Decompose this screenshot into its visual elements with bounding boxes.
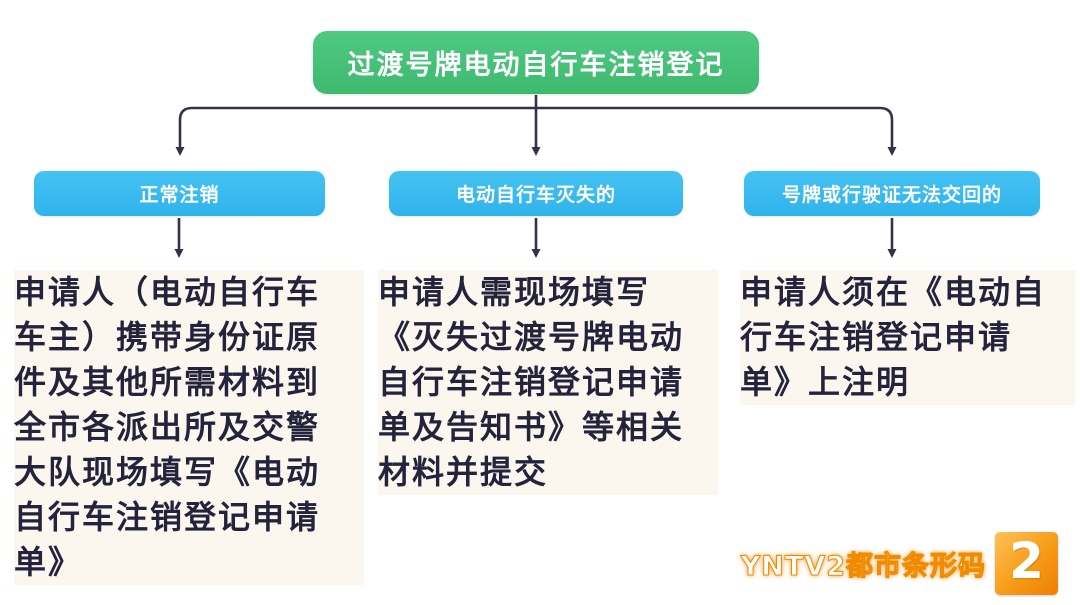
connector-root-to-right: [536, 106, 897, 156]
channel-watermark-text: YNTV2都市条形码: [740, 550, 986, 582]
branch-description-bike-lost: 申请人需现场填写 《灭失过渡号牌电动 自行车注销登记申请 单及告知书》等相关 材…: [378, 270, 718, 495]
branch-node-bike-lost: 电动自行车灭失的: [389, 171, 683, 216]
branch-node-normal-deregistration: 正常注销: [34, 171, 325, 216]
branch-description-normal-deregistration: 申请人（电动自行车 车主）携带身份证原 件及其他所需材料到 全市各派出所及交警 …: [14, 270, 364, 585]
connector-root-to-left: [175, 106, 536, 156]
root-node-label: 过渡号牌电动自行车注销登记: [347, 50, 725, 81]
branch-node-label: 正常注销: [139, 184, 220, 206]
root-node: 过渡号牌电动自行车注销登记: [313, 31, 759, 94]
branch-description-plate-not-returnable: 申请人须在《电动自 行车注销登记申请 单》上注明: [740, 270, 1075, 405]
branch-node-label: 电动自行车灭失的: [455, 184, 616, 206]
channel-watermark: YNTV2都市条形码 2: [740, 531, 1058, 595]
branch-node-label: 号牌或行驶证无法交回的: [781, 184, 1002, 206]
branch-node-plate-not-returnable: 号牌或行驶证无法交回的: [744, 171, 1040, 216]
channel-2-logo-digit: 2: [1009, 532, 1044, 590]
channel-2-logo-icon: 2: [995, 531, 1058, 595]
